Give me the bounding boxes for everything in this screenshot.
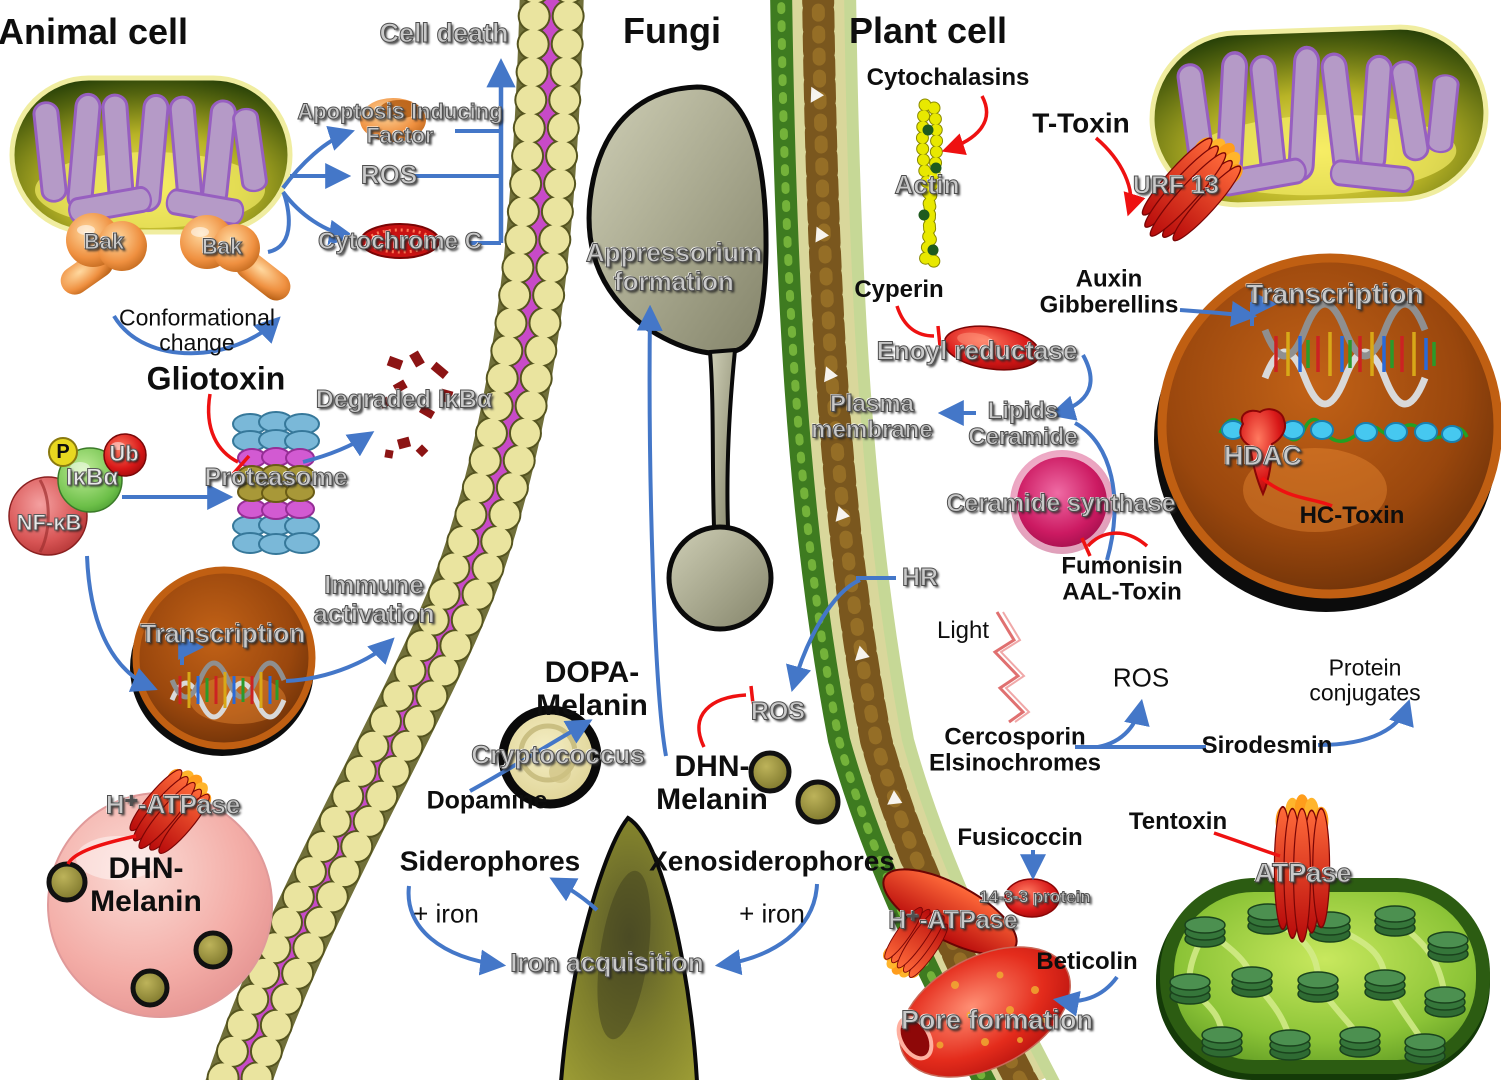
protein-1433-icon [1004, 878, 1060, 918]
animal-cell-membrane [204, 0, 586, 1080]
melanin-granules-icon [46, 750, 841, 1008]
hdac-icon [1239, 408, 1286, 497]
proteasome-icon [232, 411, 320, 555]
enoyl-reductase-icon [943, 325, 1041, 371]
animal-nucleus-icon [130, 566, 316, 756]
actin-filament-icon [915, 98, 944, 269]
apoptosis-inducing-factor-icon [360, 98, 426, 142]
appressorium-icon [586, 84, 774, 632]
cytochrome-c-icon [360, 223, 440, 259]
light-bolt-icon [992, 611, 1031, 724]
bak-proteins-icon [60, 213, 291, 301]
pore-formation-icon [896, 946, 1071, 1078]
animal-mitochondrion-icon [9, 75, 293, 235]
blue-arrows [85, 58, 1414, 1017]
red-toxin-lines [66, 95, 1333, 865]
plant-nucleus-icon [1154, 253, 1501, 612]
chloroplast-icon [1156, 878, 1490, 1080]
nfkb-complex-icon [8, 433, 147, 556]
hypha-icon [559, 815, 699, 1080]
chloroplast-atpase-icon [1273, 793, 1331, 943]
degraded-ikba-fragments-icon [378, 350, 454, 459]
ceramide-synthase-icon [1017, 457, 1107, 547]
